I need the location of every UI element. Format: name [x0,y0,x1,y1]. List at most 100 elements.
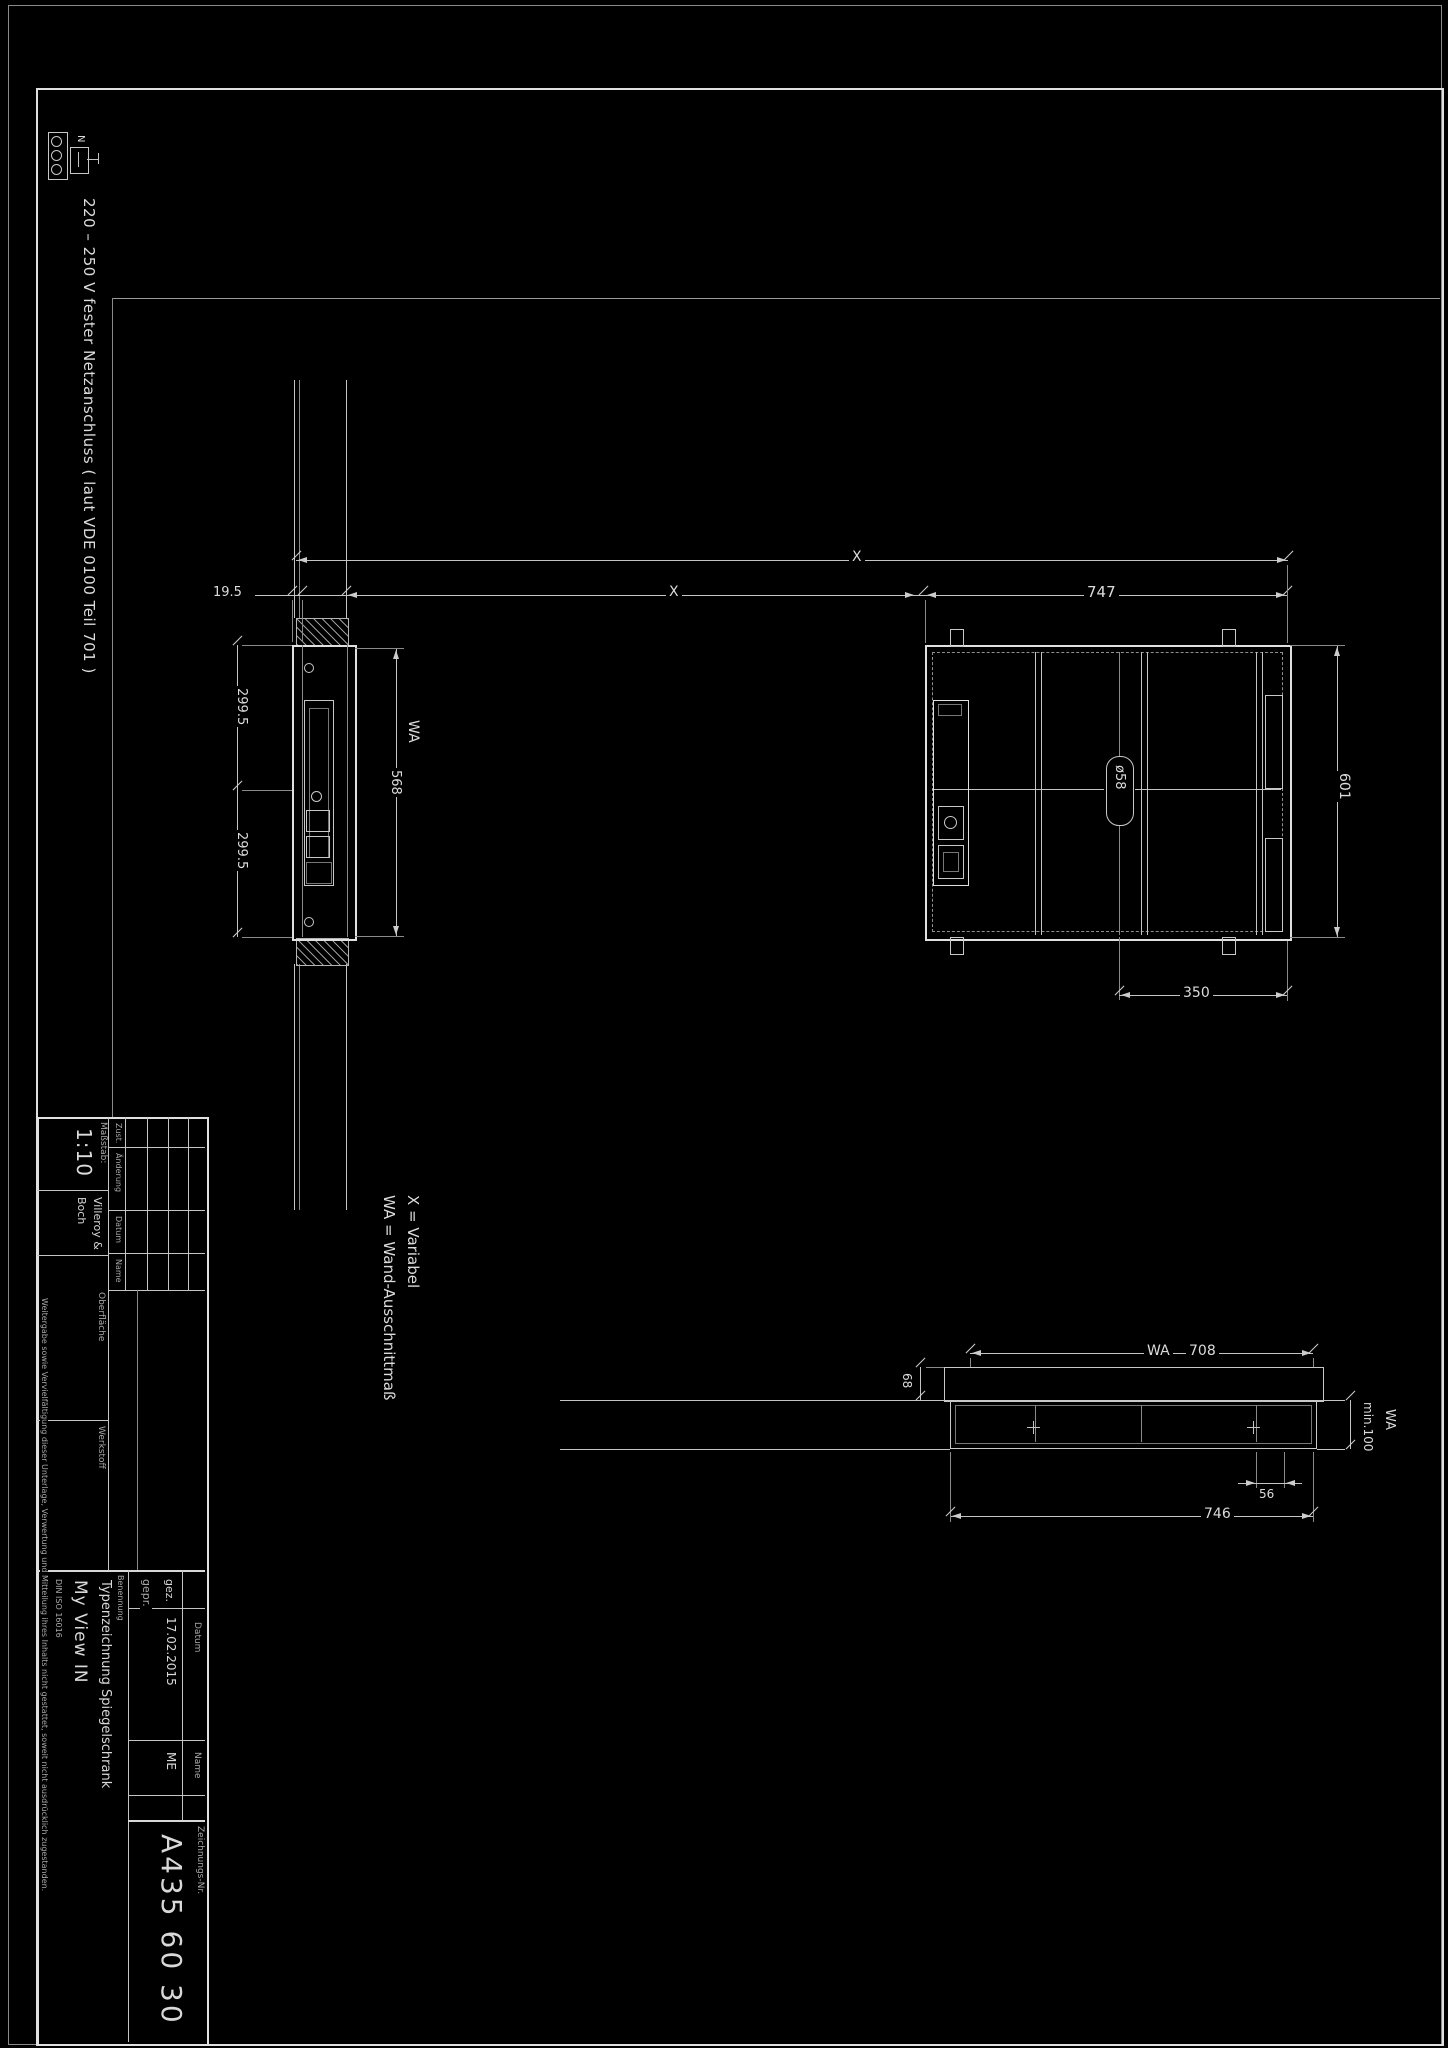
drawing-line [299,964,300,1210]
dim-x2: X [666,584,682,601]
drawing-line [37,1190,108,1191]
margin-divider-v [112,298,113,1117]
recess-box-front [933,700,969,886]
dim-wa-label: WA [405,718,421,745]
drawing-line [1290,937,1345,938]
dim-height: 601 [1336,771,1352,802]
dim-arrow [1302,1513,1311,1519]
front-view-inner [932,652,1283,932]
wall-hatch [296,938,349,966]
datum-label: Datum [191,1620,202,1655]
drawing-line [125,1117,126,1290]
drawing-line [1287,565,1288,643]
drawing-line [294,380,295,618]
gepr-label: gepr. [140,1577,153,1609]
drawing-line [1317,1449,1345,1450]
dim-arrow [1334,647,1340,656]
drawing-line [1284,1452,1285,1488]
drawing-line [1141,1405,1142,1442]
gez-label: gez. [163,1577,176,1605]
drawing-line [1256,1405,1257,1442]
drawing-line [108,1117,109,1570]
drawing-line [108,1290,205,1291]
wall-hatch [296,618,349,646]
drawing-box [306,810,330,832]
drawing-line [302,600,303,642]
mount-tab [950,937,964,955]
dim-side-wa-value: 708 [1186,1343,1219,1360]
dim-arrow [1246,1480,1255,1486]
drawing-line [1256,652,1257,935]
rev-col-zust: Zust. [113,1121,123,1146]
socket-symbol [944,816,957,829]
drawing-line [1035,1405,1036,1442]
side-front-frame [944,1367,1324,1402]
drawing-box [1265,695,1283,789]
drawing-title-line1: Typenzeichnung Spiegelschrank [98,1578,113,1791]
drawing-line [1313,1452,1314,1522]
dim-arrow [393,650,399,659]
protection-note: DIN ISO 16016 [53,1577,63,1640]
drawing-line [294,964,295,1210]
drawing-line [1238,1483,1302,1484]
terminal-hole [51,150,62,161]
drawing-line [147,1117,148,1290]
company-line1: Villeroy & [91,1195,104,1252]
dim-wa-value: 568 [388,768,403,797]
terminal-hole [51,136,62,147]
rev-col-name: Name [113,1257,123,1285]
drawing-line [1119,652,1120,756]
drawing-line [920,1367,921,1400]
drawing-line [37,1570,205,1572]
drawing-line [242,937,292,938]
dim-arrow [298,557,307,563]
drawing-line [128,1570,129,2042]
drawing-box [938,704,962,716]
dim-offset: 19.5 [210,585,245,601]
drawing-line [292,600,293,642]
drawing-line [242,645,292,646]
rev-col-aenderung: Änderung [113,1151,123,1195]
drawing-line [1119,937,1120,1000]
drawing-line [37,1255,108,1256]
surface-label: Oberfläche [95,1290,106,1344]
dim-edge: 56 [1256,1487,1278,1502]
drawing-line [355,648,404,649]
scale-value: 1:10 [72,1126,96,1179]
drawing-line [950,1516,1313,1517]
dim-niche-wa: WA [1382,1407,1397,1433]
copyright-note: Weitergabe sowie Vervielfältigung dieser… [39,1296,49,1894]
dim-x1: X [849,549,865,566]
dim-arrow [1276,992,1285,998]
drawing-line [128,1740,205,1741]
dim-arrow [1302,1350,1311,1356]
drawing-line [1317,1400,1345,1401]
drawing-box [938,806,964,840]
dim-side-wa-label: WA [1144,1343,1173,1360]
drawn-name: ME [164,1750,178,1772]
drawing-line [255,595,1287,596]
dim-arrow [1334,927,1340,936]
rev-col-datum: Datum [113,1214,123,1246]
drawing-line [560,1400,950,1401]
dim-arrow [393,926,399,935]
drawing-line [182,1570,183,1820]
drawing-line [1041,652,1042,935]
dim-hole-offset: 350 [1180,985,1213,1002]
drawing-line [1262,652,1263,935]
dim-arrow [972,1350,981,1356]
drawing-box [306,836,330,858]
drawing-line [1035,652,1036,935]
material-label: Werkstoff [95,1424,106,1471]
drawn-date: 17.02.2015 [164,1615,178,1688]
drawing-line [299,380,300,618]
drawing-number: A435 60 30 [155,1832,188,2028]
drawing-line [1135,789,1281,790]
plug-cap [98,153,99,164]
drawing-line [950,1452,951,1522]
dim-arrow [927,592,936,598]
dim-half-a: 299.5 [234,686,249,728]
dim-arrow [1286,1480,1295,1486]
drawing-box [955,1405,1312,1444]
